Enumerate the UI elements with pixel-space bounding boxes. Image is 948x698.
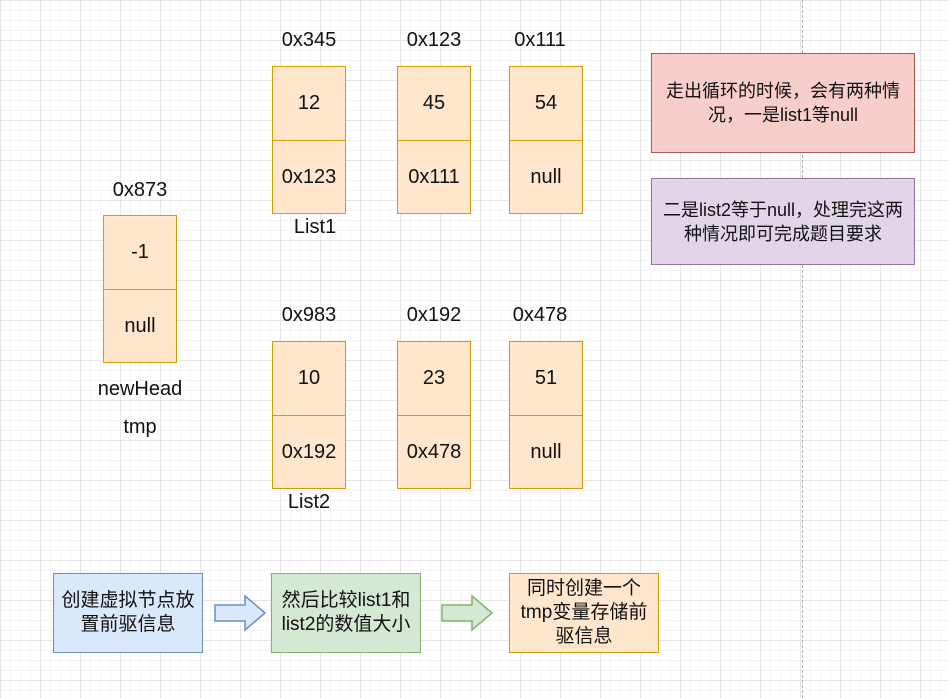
note-loop-exit[interactable]: 走出循环的时候，会有两种情况，一是list1等null (651, 53, 915, 153)
list1-label: List1 (293, 216, 337, 238)
list1-node1-value: 12 (273, 67, 345, 141)
list1-node2-value: 45 (398, 67, 470, 141)
list1-node3[interactable]: 54 null (509, 66, 583, 214)
list2-node1-value: 10 (273, 342, 345, 416)
list2-node3-address: 0x478 (512, 304, 568, 326)
flow-arrow-2 (441, 594, 494, 632)
head-next: null (124, 315, 156, 337)
list1-node2-next: 0x111 (408, 166, 460, 188)
list1-node1-address: 0x345 (281, 29, 337, 51)
tmp-label: tmp (123, 416, 157, 438)
list2-node1[interactable]: 10 0x192 (272, 341, 346, 489)
list1-node1-next: 0x123 (281, 166, 337, 188)
list2-node3-value: 51 (510, 342, 582, 416)
list1-node2[interactable]: 45 0x111 (397, 66, 471, 214)
flow-step-compare[interactable]: 然后比较list1和list2的数值大小 (271, 573, 421, 653)
list1-node3-address: 0x111 (514, 29, 566, 51)
list1-node3-next: null (530, 166, 562, 188)
flow-arrow-1 (214, 594, 267, 632)
list2-node3-next: null (530, 441, 562, 463)
head-address: 0x873 (112, 179, 168, 201)
flow-step-create-dummy[interactable]: 创建虚拟节点放置前驱信息 (53, 573, 203, 653)
list2-node1-address: 0x983 (281, 304, 337, 326)
list2-label: List2 (287, 491, 331, 513)
list2-node2-value: 23 (398, 342, 470, 416)
head-value: -1 (104, 216, 176, 290)
head-node[interactable]: -1 null (103, 215, 177, 363)
list2-node2[interactable]: 23 0x478 (397, 341, 471, 489)
list1-node2-address: 0x123 (406, 29, 462, 51)
flow-step-tmp[interactable]: 同时创建一个tmp变量存储前驱信息 (509, 573, 659, 653)
list2-node2-address: 0x192 (406, 304, 462, 326)
note-second-case[interactable]: 二是list2等于null，处理完这两种情况即可完成题目要求 (651, 178, 915, 265)
list2-node2-next: 0x478 (406, 441, 462, 463)
list1-node1[interactable]: 12 0x123 (272, 66, 346, 214)
list2-node1-next: 0x192 (281, 441, 337, 463)
list1-node3-value: 54 (510, 67, 582, 141)
dashed-divider (802, 0, 803, 698)
list2-node3[interactable]: 51 null (509, 341, 583, 489)
newhead-label: newHead (97, 378, 183, 400)
